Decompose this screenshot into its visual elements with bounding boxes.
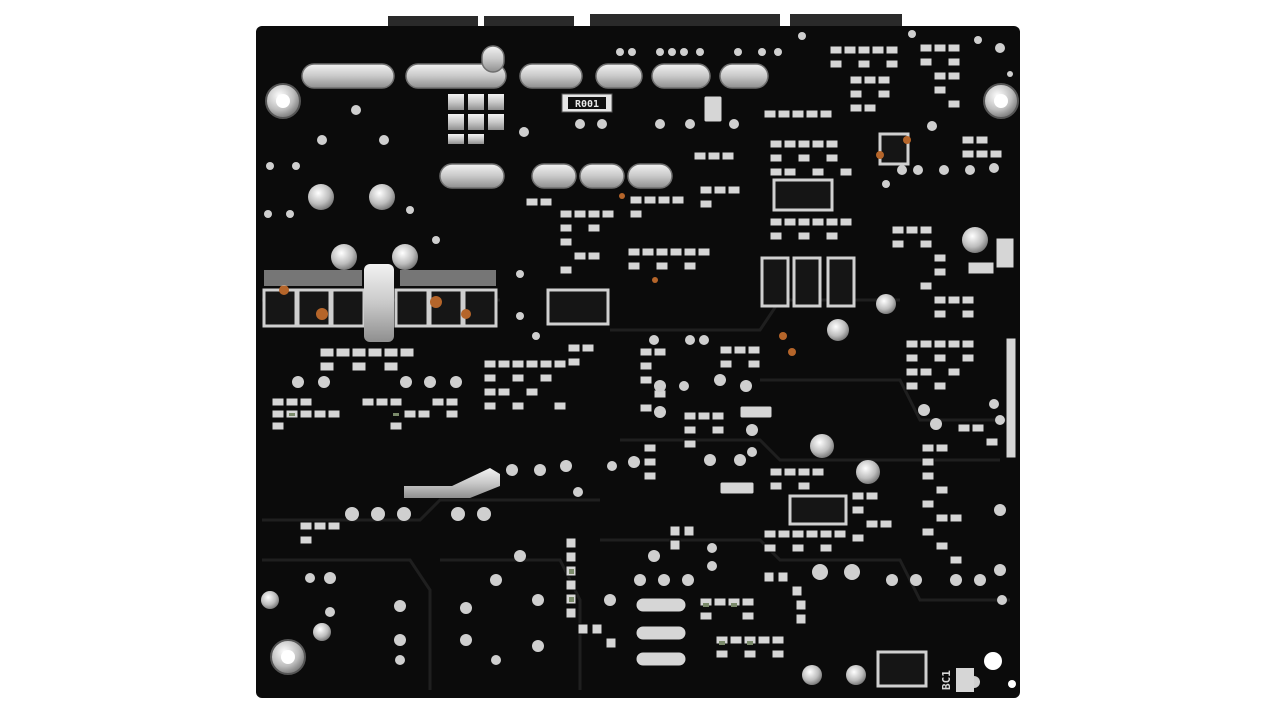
- corner-pad: [956, 668, 974, 692]
- corner-label: BC1: [940, 670, 953, 690]
- mounting-holes: [265, 83, 1019, 688]
- board: [256, 26, 1020, 698]
- smd-pad-block: [448, 94, 504, 144]
- ic-chips: [546, 132, 928, 688]
- smd-clusters: [271, 43, 1017, 667]
- solder-strips-top: [301, 45, 769, 189]
- resistor-r001: R001: [561, 93, 613, 113]
- mosfet-row: [262, 264, 498, 342]
- copper-dots: [619, 136, 911, 356]
- large-solder-joints: [261, 184, 988, 685]
- resistor-label: R001: [575, 99, 599, 110]
- solder-dots: [264, 30, 1013, 688]
- component-tints: [289, 413, 753, 645]
- solder-pour: [404, 468, 500, 498]
